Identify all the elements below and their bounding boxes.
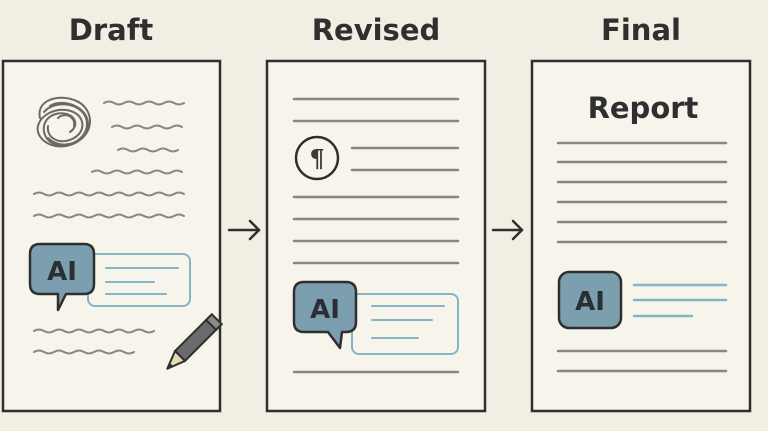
scribble-icon	[36, 96, 91, 148]
final-text-lines	[556, 141, 728, 373]
ai-note-box	[351, 293, 459, 355]
arrow-right-icon	[491, 219, 524, 241]
ai-note-box	[87, 253, 191, 307]
report-title: Report	[588, 91, 699, 125]
stage-title-draft: Draft	[68, 13, 154, 47]
speech-bubble-icon: AI	[28, 242, 96, 312]
final-document: Report AI	[530, 59, 752, 413]
draft-document: AI	[1, 59, 224, 413]
ai-label: AI	[310, 295, 340, 325]
paragraph-icon: ¶	[294, 135, 340, 181]
paragraph-symbol: ¶	[309, 144, 324, 173]
ai-note-lines	[632, 283, 728, 318]
speech-bubble-icon: AI	[292, 280, 358, 350]
arrow-right-icon	[227, 219, 261, 241]
revised-document: ¶ AI	[265, 59, 487, 413]
stage-title-final: Final	[601, 13, 681, 47]
pencil-icon	[166, 312, 224, 370]
ai-badge: AI	[557, 270, 623, 330]
revised-text-lines	[292, 97, 460, 374]
ai-label: AI	[575, 287, 605, 317]
stage-title-revised: Revised	[311, 13, 441, 47]
ai-label: AI	[47, 257, 77, 287]
draft-text-lines	[33, 100, 185, 355]
